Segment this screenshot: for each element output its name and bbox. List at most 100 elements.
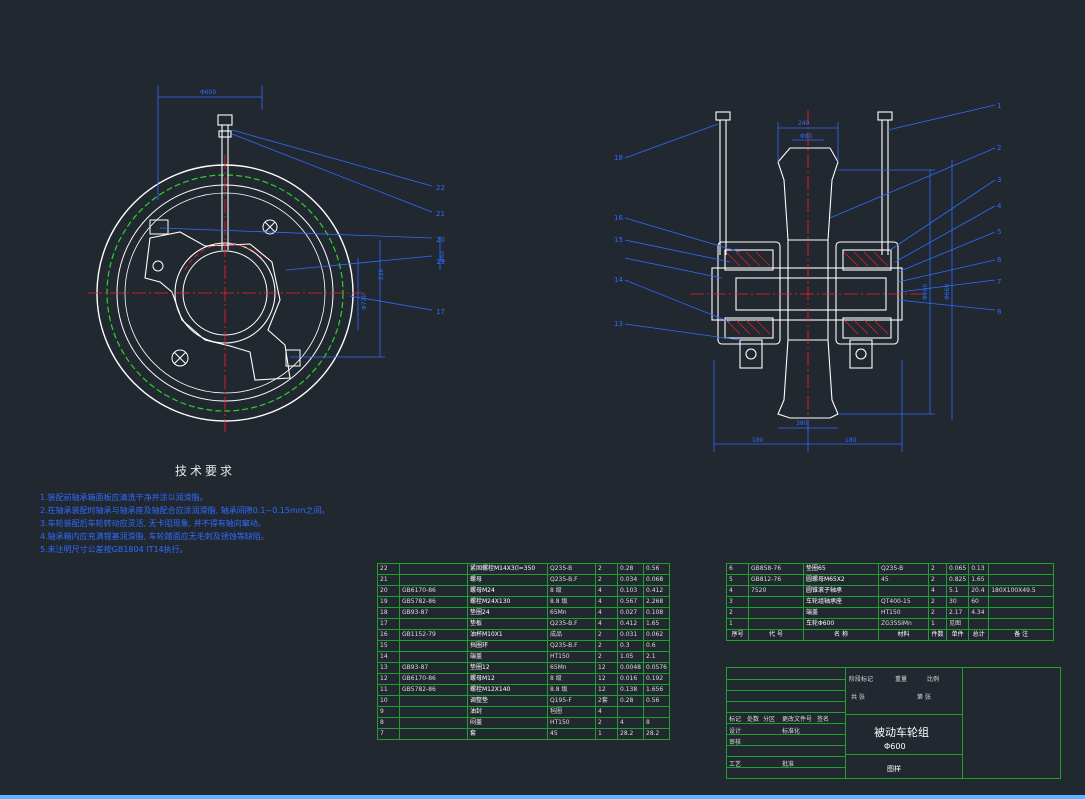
- bom-cell: Q235-B.F: [547, 574, 596, 586]
- bom-cell: 代 号: [748, 629, 804, 641]
- bom-cell: 18: [377, 607, 400, 619]
- bom-cell: [399, 717, 468, 729]
- bom-cell: 0.412: [617, 618, 644, 630]
- bom-cell: 1: [595, 728, 618, 740]
- bom-cell: 圆螺母M65X2: [803, 574, 879, 586]
- title-block: 标记 处数 分区 更改文件号 签名 设计 标准化 审核 工艺 批准 阶段标记 重…: [726, 667, 1061, 779]
- bom-cell: [878, 585, 929, 597]
- bom-cell: 2: [595, 651, 618, 663]
- tb-label: 签名: [817, 716, 830, 723]
- bom-cell: GB93-87: [399, 662, 468, 674]
- bom-cell: 螺母M24: [467, 585, 548, 597]
- tb-label: 设计: [729, 728, 742, 735]
- dim-side-bottom: 180: [752, 437, 764, 444]
- callout-label: 14: [614, 276, 623, 284]
- bom-cell: 闷盖: [467, 717, 548, 729]
- bom-cell: 0.103: [617, 585, 644, 597]
- callout-label: 7: [997, 278, 1001, 286]
- bom-cell: 0.28: [617, 563, 644, 575]
- bom-cell: 65Mn: [547, 662, 596, 674]
- bom-cell: 螺栓M24X130: [467, 596, 548, 608]
- bom-cell: 0.034: [617, 574, 644, 586]
- dim-front-right: Φ720: [361, 294, 368, 310]
- bom-cell: HT150: [547, 717, 596, 729]
- drawing-material: 图样: [887, 765, 901, 773]
- bom-cell: 20.4: [968, 585, 990, 597]
- bom-cell: Q235-B.F: [547, 640, 596, 652]
- bom-cell: 挡圈环: [467, 640, 548, 652]
- bom-cell: 圆锥滚子轴承: [803, 585, 879, 597]
- bom-cell: 4: [595, 596, 618, 608]
- bom-cell: 4: [595, 706, 618, 718]
- bom-cell: 序号: [726, 629, 749, 641]
- tech-requirement-line: 1.装配前轴承箱面板应清洗干净并涂以润滑脂。: [40, 493, 208, 502]
- bom-cell: 材料: [878, 629, 929, 641]
- bom-cell: [617, 706, 644, 718]
- bom-cell: [643, 706, 670, 718]
- callout-label: 13: [614, 320, 623, 328]
- bom-cell: 0.3: [617, 640, 644, 652]
- bom-cell: 成品: [547, 629, 596, 641]
- bom-cell: 7520: [748, 585, 804, 597]
- dim-front-top: Φ600: [200, 89, 216, 96]
- bom-cell: 0.412: [643, 585, 670, 597]
- bom-cell: 2: [928, 574, 947, 586]
- bom-cell: 8 级: [547, 673, 596, 685]
- status-bar: [0, 795, 1085, 799]
- bom-cell: [748, 618, 804, 630]
- bom-cell: [748, 607, 804, 619]
- bom-cell: 0.56: [643, 563, 670, 575]
- bom-cell: GB5782-86: [399, 596, 468, 608]
- bom-cell: 2: [595, 717, 618, 729]
- bom-cell: 0.28: [617, 695, 644, 707]
- tb-sheet-total: 共 张: [851, 694, 865, 701]
- bom-header-row: 序号代 号名 称材料件数单件总计备 注: [726, 629, 1055, 641]
- bom-cell: 4: [617, 717, 644, 729]
- bom-cell: 19: [377, 596, 400, 608]
- bom-cell: 16: [377, 629, 400, 641]
- bom-cell: 8: [377, 717, 400, 729]
- bom-cell: 12: [595, 684, 618, 696]
- dim-side-right: Φ660: [944, 284, 951, 300]
- bom-cell: GB858-76: [748, 563, 804, 575]
- bom-cell: 0.031: [617, 629, 644, 641]
- dimension-texts: Φ600 220 Φ720 265 240 Φ80 380 180 180 Φ6…: [200, 89, 951, 444]
- bom-cell: GB812-76: [748, 574, 804, 586]
- bom-cell: 28.2: [643, 728, 670, 740]
- bom-cell: 0.0576: [643, 662, 670, 674]
- bom-cell: 12: [595, 662, 618, 674]
- bom-cell: 毡圈: [547, 706, 596, 718]
- bom-cell: 车轮组轴承座: [803, 596, 879, 608]
- tech-requirement-line: 4.轴承箱内应充满锂基润滑脂, 车轮踏面应无毛刺及锈蚀等缺陷。: [40, 532, 269, 541]
- bom-cell: Q235-B: [547, 563, 596, 575]
- bom-cell: 7: [377, 728, 400, 740]
- callouts: 22 21 20 19 17 18 16 15 14 13 1 2 3 4 5 …: [436, 102, 1002, 328]
- bom-cell: 1.05: [617, 651, 644, 663]
- bearing-housing: [144, 231, 291, 381]
- bom-cell: 2: [726, 607, 749, 619]
- bom-cell: QT400-15: [878, 596, 929, 608]
- dim-side-flange: Φ80: [800, 133, 813, 140]
- tb-label: 标记: [729, 716, 742, 723]
- tb-stage: 阶段标记: [849, 676, 874, 683]
- callout-label: 5: [997, 228, 1001, 236]
- bom-cell: 13: [377, 662, 400, 674]
- callout-label: 1: [997, 102, 1001, 110]
- bom-cell: 端盖: [803, 607, 879, 619]
- bom-cell: 45: [878, 574, 929, 586]
- bom-cell: 5: [726, 574, 749, 586]
- bom-cell: 紧固螺栓M14X3(l=350: [467, 563, 548, 575]
- bom-cell: 油封: [467, 706, 548, 718]
- bom-cell: 2.17: [945, 607, 970, 619]
- callout-label: 19: [436, 258, 445, 266]
- bom-cell: 21: [377, 574, 400, 586]
